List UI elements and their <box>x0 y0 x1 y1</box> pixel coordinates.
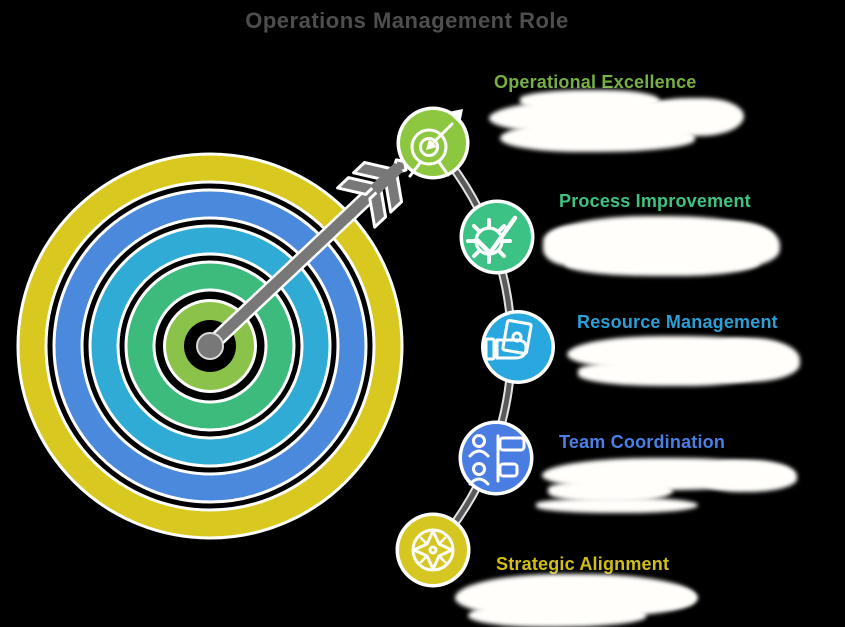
ring-cyan <box>91 227 329 465</box>
money-hand-icon <box>484 318 533 361</box>
arrow-fletching <box>336 158 408 229</box>
milestone-operational-excellence <box>396 106 470 180</box>
milestone-strategic-alignment <box>395 512 471 588</box>
item-label-operational-excellence: Operational Excellence <box>494 72 697 92</box>
milestone-resource-management <box>481 310 555 384</box>
gear-check-icon <box>466 215 518 264</box>
milestone-team-coordination <box>458 420 534 496</box>
target-arrow-icon <box>408 109 463 178</box>
ring-green <box>127 263 293 429</box>
arrow <box>196 158 408 360</box>
arrow-tip-dot <box>196 332 224 360</box>
item-label-resource-management: Resource Management <box>577 312 778 332</box>
people-tasks-icon <box>468 434 526 486</box>
page-title: Operations Management Role <box>245 8 569 33</box>
item-label-process-improvement: Process Improvement <box>559 191 751 211</box>
ring-yellow <box>19 155 401 537</box>
milestone-process-improvement <box>459 199 535 275</box>
compass-icon <box>411 528 455 572</box>
ring-blue <box>55 191 365 501</box>
item-label-strategic-alignment: Strategic Alignment <box>496 554 670 574</box>
item-label-team-coordination: Team Coordination <box>559 432 726 452</box>
